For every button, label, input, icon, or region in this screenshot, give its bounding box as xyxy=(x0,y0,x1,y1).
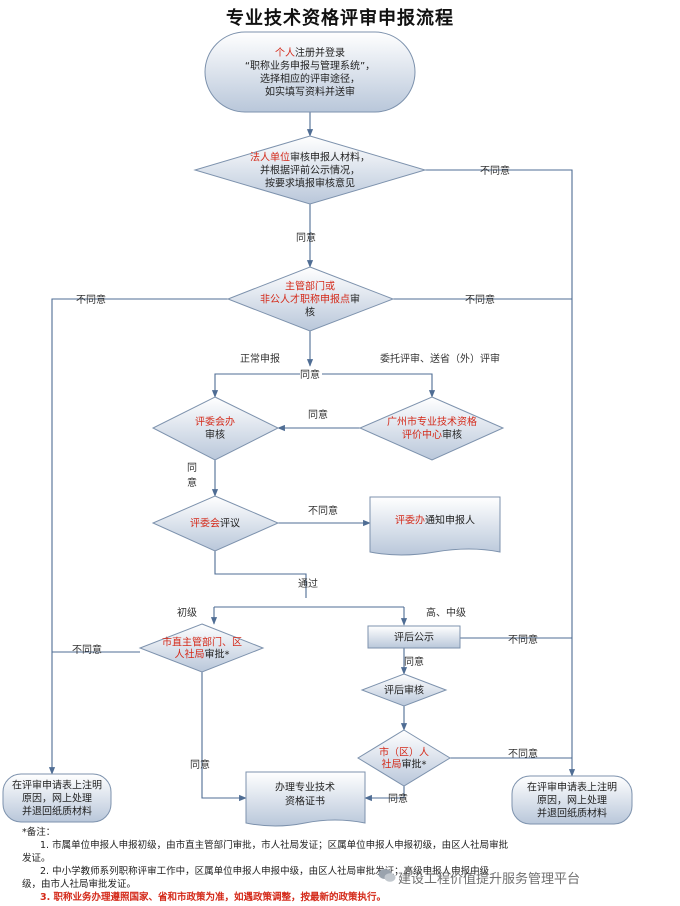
node-line: 并退回纸质材料 xyxy=(537,807,607,820)
label-passed: 通过 xyxy=(298,577,318,590)
text-start: 个人注册并登录“职称业务申报与管理系统”，选择相应的评审途径，如实填写资料并送审 xyxy=(245,46,375,98)
label-d8-disagree: 不同意 xyxy=(508,747,538,760)
node-line: 资格证书 xyxy=(285,795,325,808)
note-3: 3. 职称业务办理遵照国家、省和市政策为准，如遇政策调整，按最新的政策执行。 xyxy=(40,892,387,903)
text-doc1: 评委办通知申报人 xyxy=(395,514,475,527)
node-line: 在评审申请表上注明 xyxy=(527,781,617,794)
label-r1-disagree: 不同意 xyxy=(508,633,538,646)
edge-d1-disagree xyxy=(425,169,576,777)
node-line: 在评审申请表上注明 xyxy=(12,779,102,792)
node-line: 如实填写资料并送审 xyxy=(265,85,355,98)
node-d2 xyxy=(226,266,395,332)
label-junior: 初级 xyxy=(177,606,197,619)
text-doc2: 办理专业技术资格证书 xyxy=(275,781,335,808)
note-1-cont: 发证。 xyxy=(22,853,51,864)
label-senior: 高、中级 xyxy=(426,606,466,619)
note-2: 2. 中小学教师系列职称评审工作中，区属单位申报人申报中级，由区人社局审批发证；… xyxy=(40,866,490,877)
notes-header: *备注： xyxy=(22,827,56,838)
note-1: 1. 市属单位申报人申报初级，由市直主管部门审批，市人社局发证；区属单位申报人申… xyxy=(40,840,509,851)
edge-d5-split xyxy=(214,551,404,608)
text-d5: 评委会评议 xyxy=(190,517,240,530)
label-d8-agree: 同意 xyxy=(388,792,408,805)
edge-split-d4 xyxy=(322,373,436,398)
node-line: 广州市专业技术资格 xyxy=(387,415,477,428)
node-d3 xyxy=(151,396,280,461)
node-line: 按要求填报审核意见 xyxy=(265,177,355,190)
node-line: 法人单位审核申报人材料， xyxy=(250,151,370,164)
node-line: 市（区）人 xyxy=(379,746,429,759)
label-d6-disagree: 不同意 xyxy=(72,643,102,656)
label-d3-agree-1: 同 xyxy=(187,462,197,474)
node-end-right xyxy=(511,775,633,825)
node-line: 原因，网上处理 xyxy=(22,793,92,805)
node-line: 人社局审批* xyxy=(175,648,230,661)
node-d5 xyxy=(151,495,280,552)
label-d1-agree: 同意 xyxy=(296,231,316,244)
diagram-title: 专业技术资格评审申报流程 xyxy=(226,8,454,29)
node-d6 xyxy=(138,623,265,673)
text-d1: 法人单位审核申报人材料，并根据评前公示情况，按要求填报审核意见 xyxy=(250,151,370,190)
node-line: 评后公示 xyxy=(394,632,434,644)
label-d2-disagree-right: 不同意 xyxy=(465,293,495,306)
edge-d8-doc2 xyxy=(364,786,405,802)
node-doc2 xyxy=(245,771,366,827)
node-d8 xyxy=(357,729,451,787)
text-end-left: 在评审申请表上注明原因，网上处理并退回纸质材料 xyxy=(12,779,102,818)
label-d2-agree: 同意 xyxy=(300,368,320,381)
node-doc1 xyxy=(369,496,501,556)
node-line: 社局审批* xyxy=(382,758,427,771)
node-line: 个人注册并登录 xyxy=(275,46,345,59)
note-2-cont: 级，由市人社局审批发证。 xyxy=(22,879,137,890)
label-entrust: 委托评审、送省（外）评审 xyxy=(380,352,500,365)
node-line: 评价中心审核 xyxy=(402,428,462,441)
edge-split-d3 xyxy=(211,373,300,398)
node-line: 主管部门或 xyxy=(285,280,335,293)
node-line: 评委会办 xyxy=(195,415,235,428)
node-line: 选择相应的评审途径， xyxy=(260,72,360,85)
node-end-left xyxy=(2,773,112,823)
text-d6: 市直主管部门、区人社局审批* xyxy=(162,636,242,661)
node-start xyxy=(204,31,416,113)
label-r1-agree: 同意 xyxy=(404,655,424,668)
node-line: 并退回纸质材料 xyxy=(22,805,92,818)
label-normal: 正常申报 xyxy=(240,352,280,365)
label-d2-disagree-left: 不同意 xyxy=(76,293,106,306)
label-d6-agree: 同意 xyxy=(190,758,210,771)
node-line: 评委办通知申报人 xyxy=(395,514,475,527)
node-line: 核 xyxy=(305,306,315,319)
node-line: 市直主管部门、区 xyxy=(162,636,242,649)
node-line: 办理专业技术 xyxy=(275,781,335,794)
node-d1 xyxy=(193,135,427,205)
text-d7: 评后审核 xyxy=(384,684,424,697)
label-d1-disagree: 不同意 xyxy=(480,164,510,177)
node-line: 原因，网上处理 xyxy=(537,795,607,807)
text-d8: 市（区）人社局审批* xyxy=(379,746,429,771)
text-r1: 评后公示 xyxy=(394,632,434,644)
text-d2: 主管部门或非公人才职称申报点审核 xyxy=(260,280,360,319)
node-r1 xyxy=(367,625,461,649)
node-d4 xyxy=(358,396,505,461)
node-line: 评后审核 xyxy=(384,684,424,697)
text-d4: 广州市专业技术资格评价中心审核 xyxy=(387,415,477,441)
label-d3-agree-2: 意 xyxy=(187,476,197,489)
node-line: 非公人才职称申报点审 xyxy=(260,293,360,306)
text-d3: 评委会办审核 xyxy=(195,415,235,441)
watermark: 建设工程价值提升服务管理平台 xyxy=(398,872,581,887)
text-end-right: 在评审申请表上注明原因，网上处理并退回纸质材料 xyxy=(527,781,617,820)
node-line: “职称业务申报与管理系统”， xyxy=(245,59,375,72)
node-line: 审核 xyxy=(205,428,225,441)
node-d7 xyxy=(360,673,448,707)
label-d4-agree: 同意 xyxy=(308,408,328,421)
edge-d2-disagree-left xyxy=(48,298,228,775)
wechat-icon xyxy=(378,869,396,882)
label-d5-disagree: 不同意 xyxy=(308,504,338,517)
node-line: 并根据评前公示情况， xyxy=(260,164,360,177)
edge-d6-doc2 xyxy=(201,672,247,802)
node-line: 评委会评议 xyxy=(190,517,240,530)
notes: *备注： 1. 市属单位申报人申报初级，由市直主管部门审批，市人社局发证；区属单… xyxy=(22,826,672,904)
